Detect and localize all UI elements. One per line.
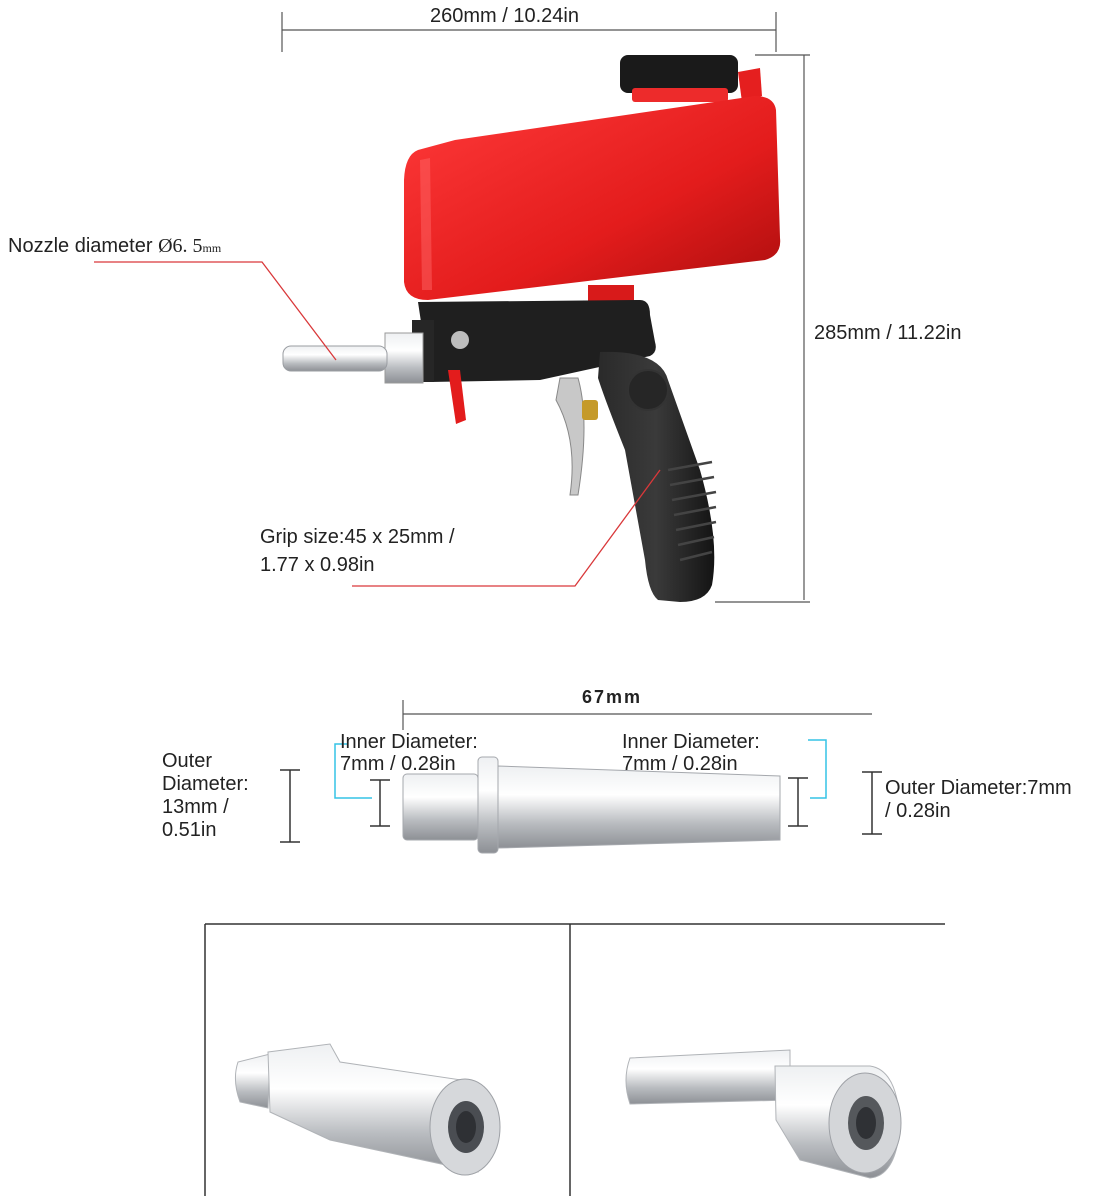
- outer-right-line2: / 0.28in: [885, 800, 951, 822]
- trigger: [555, 377, 585, 496]
- red-hopper: [404, 96, 781, 300]
- nozzle-diameter-symbol: Ø6. 5: [158, 235, 203, 257]
- sandblast-gun: [282, 55, 781, 602]
- inner-left-line2: 7mm / 0.28in: [340, 753, 456, 775]
- inner-right-line2: 7mm / 0.28in: [622, 753, 738, 775]
- inner-right-measure: [788, 777, 808, 827]
- width-label: 260mm / 10.24in: [430, 5, 579, 27]
- nozzle-tube: [402, 756, 781, 854]
- outer-right-line1: Outer Diameter:7mm: [885, 777, 1072, 799]
- outer-left-line4: 0.51in: [162, 819, 217, 841]
- tube-length-label: 67mm: [582, 687, 643, 707]
- inner-left-measure: [370, 779, 390, 827]
- inner-right-line1: Inner Diameter:: [622, 731, 760, 753]
- nozzle-holder: [384, 332, 424, 384]
- nozzle-photo-right: [625, 1049, 902, 1179]
- inner-left-line1: Inner Diameter:: [340, 731, 478, 753]
- gun-handle: [598, 351, 715, 602]
- hopper-cap: [620, 55, 738, 93]
- grip-size-label: Grip size:45 x 25mm / 1.77 x 0.98in: [260, 526, 455, 577]
- gun-body: [418, 300, 656, 382]
- nozzle-diameter-text: Nozzle diameter: [8, 235, 153, 257]
- grip-leader-line: [352, 469, 661, 587]
- outer-diameter-left-label: Outer Diameter: 13mm / 0.51in: [162, 750, 249, 842]
- outer-diameter-right-label: Outer Diameter:7mm / 0.28in: [885, 777, 1072, 823]
- width-dimension-line: [281, 12, 777, 52]
- inner-diameter-right-label: Inner Diameter: 7mm / 0.28in: [622, 731, 760, 775]
- nozzle-photo-left: [234, 1043, 501, 1176]
- nozzle-diameter-unit: mm: [202, 241, 222, 255]
- nozzle-diameter-value: Ø6. 5mm: [158, 235, 221, 257]
- height-label: 285mm / 11.22in: [814, 322, 962, 344]
- outer-left-line1: Outer: [162, 750, 213, 772]
- nozzle-diameter-label: Nozzle diameter Ø6. 5mm: [8, 235, 221, 260]
- photo-frame: [204, 923, 945, 1196]
- outer-right-measure: [862, 771, 882, 835]
- grip-size-line2: 1.77 x 0.98in: [260, 554, 375, 576]
- inner-diameter-left-label: Inner Diameter: 7mm / 0.28in: [340, 731, 478, 775]
- length-dimension-line: [402, 700, 872, 730]
- inner-diameter-brackets: [334, 739, 827, 799]
- outer-left-line2: Diameter:: [162, 773, 249, 795]
- nozzle-leader-line: [94, 261, 337, 361]
- height-dimension-line: [715, 54, 810, 603]
- grip-size-line1: Grip size:45 x 25mm /: [260, 526, 455, 548]
- outer-left-measure: [280, 769, 300, 843]
- outer-left-line3: 13mm /: [162, 796, 229, 818]
